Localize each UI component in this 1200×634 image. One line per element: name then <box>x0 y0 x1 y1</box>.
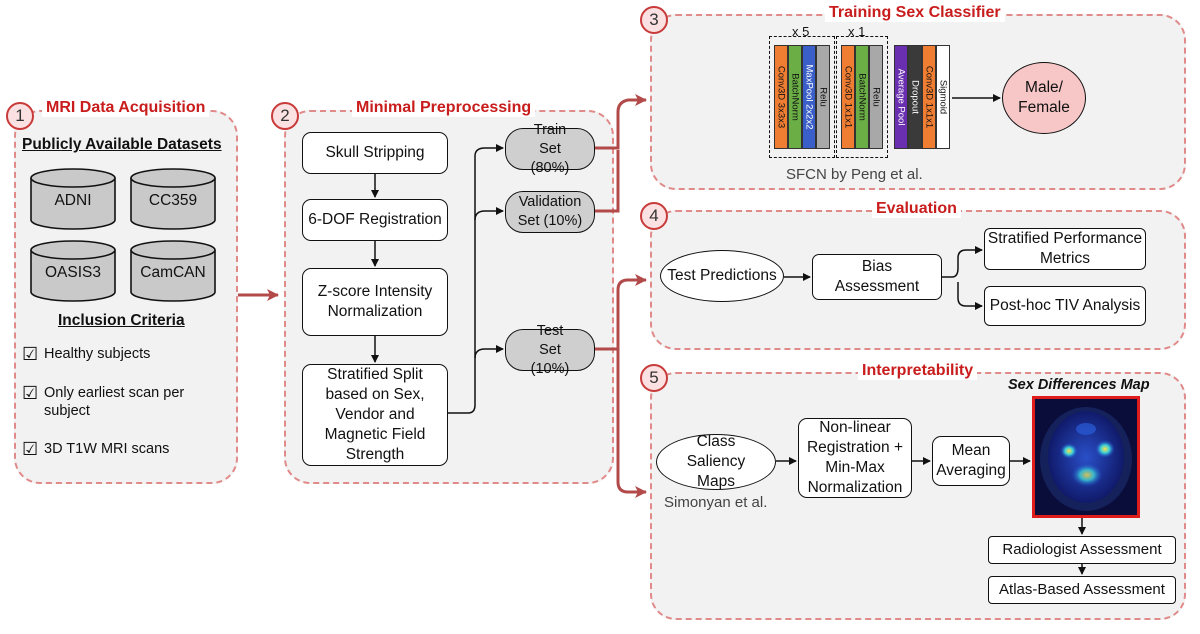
layer-average-pool: Average Pool <box>894 45 908 149</box>
layer-conv3d-3x3x3: Conv3D 3x3x3 <box>774 45 788 149</box>
test-predictions-oval: Test Predictions <box>660 250 784 302</box>
checkbox-icon: ☑ <box>22 383 39 403</box>
arrow-bias-to-metrics <box>942 246 983 278</box>
registration-normalization-box: Non-linear Registration + Min-Max Normal… <box>798 418 912 498</box>
brain-heatmap-image <box>1040 407 1132 511</box>
arrow-split-to-train <box>448 144 504 414</box>
dataset-label: CC359 <box>148 192 198 209</box>
arrow-train-to-classifier <box>595 94 647 150</box>
panel4-title: Evaluation <box>872 200 961 218</box>
layer-conv3d-1x1x1: Conv3D 1x1x1 <box>841 45 855 149</box>
arrow-validation-to-classifier <box>595 150 620 213</box>
dataset-adni: ADNI <box>30 168 116 230</box>
class-saliency-oval: Class Saliency Maps <box>656 433 776 490</box>
checkbox-icon: ☑ <box>22 344 39 364</box>
stratified-metrics-box: Stratified Performance Metrics <box>984 228 1146 270</box>
dataset-label: CamCAN <box>140 264 206 281</box>
mean-averaging-box: Mean Averaging <box>932 436 1010 486</box>
database-icon <box>130 240 216 302</box>
sex-differences-map-title: Sex Differences Map <box>1008 377 1150 393</box>
step-number-3: 3 <box>640 6 668 34</box>
criterion-healthy: ☑ Healthy subjects <box>22 345 224 363</box>
sfcn-caption: SFCN by Peng et al. <box>786 166 923 183</box>
database-icon <box>130 168 216 230</box>
repeat-label-x1: x 1 <box>848 24 866 39</box>
step-number-2: 2 <box>271 102 299 130</box>
layer-maxpool: MaxPool 2x2x2 <box>802 45 816 149</box>
criterion-earliest-scan: ☑ Only earliest scan per subject <box>22 384 224 420</box>
step-number-1: 1 <box>6 102 34 130</box>
dataset-camcan: CamCAN <box>130 240 216 302</box>
criterion-t1w: ☑ 3D T1W MRI scans <box>22 440 224 458</box>
layer-dropout: Dropout <box>908 45 922 149</box>
dataset-cc359: CC359 <box>130 168 216 230</box>
criterion-label: 3D T1W MRI scans <box>44 441 170 457</box>
dataset-label: OASIS3 <box>45 264 101 281</box>
layer-relu: Relu <box>816 45 830 149</box>
step-number-5: 5 <box>640 364 668 392</box>
arrow-split-to-validation <box>474 207 504 221</box>
layer-conv3d-1x1x1-head: Conv3D 1x1x1 <box>922 45 936 149</box>
bias-assessment-box: Bias Assessment <box>812 254 942 300</box>
arrow-test-to-evaluation <box>595 274 647 351</box>
sex-differences-map-image <box>1032 396 1140 518</box>
layer-sigmoid: Sigmoid <box>936 45 950 149</box>
block-x5-frame <box>769 36 835 158</box>
criterion-label: Healthy subjects <box>44 346 151 362</box>
validation-set-pill: Validation Set (10%) <box>505 191 595 233</box>
block-x1-frame <box>836 36 888 158</box>
criterion-label: Only earliest scan per subject <box>44 385 185 419</box>
simonyan-caption: Simonyan et al. <box>664 494 768 511</box>
panel1-title: MRI Data Acquisition <box>42 99 210 117</box>
database-icon <box>30 240 116 302</box>
inclusion-criteria-heading: Inclusion Criteria <box>58 312 185 329</box>
train-set-pill: Train Set (80%) <box>505 122 595 176</box>
dataset-label: ADNI <box>54 192 92 209</box>
repeat-label-x5: x 5 <box>792 24 810 39</box>
zscore-normalization-box: Z-score Intensity Normalization <box>302 268 448 336</box>
panel2-title: Minimal Preprocessing <box>352 99 536 117</box>
panel3-title: Training Sex Classifier <box>825 4 1005 22</box>
arrow-split-to-test <box>474 345 504 359</box>
datasets-heading: Publicly Available Datasets <box>22 136 222 153</box>
registration-box: 6-DOF Registration <box>302 199 448 241</box>
layer-batchnorm: BatchNorm <box>855 45 869 149</box>
checkbox-icon: ☑ <box>22 439 39 459</box>
layer-batchnorm: BatchNorm <box>788 45 802 149</box>
arrow-test-to-interpretability <box>616 349 647 498</box>
male-female-output: Male/ Female <box>1002 62 1086 134</box>
dataset-oasis3: OASIS3 <box>30 240 116 302</box>
panel5-title: Interpretability <box>858 362 978 380</box>
step-number-4: 4 <box>640 202 668 230</box>
layer-relu: Relu <box>869 45 883 149</box>
skull-stripping-box: Skull Stripping <box>302 132 448 174</box>
tiv-analysis-box: Post-hoc TIV Analysis <box>984 286 1146 326</box>
atlas-assessment-box: Atlas-Based Assessment <box>988 576 1176 604</box>
database-icon <box>30 168 116 230</box>
radiologist-assessment-box: Radiologist Assessment <box>988 536 1176 564</box>
stratified-split-box: Stratified Split based on Sex, Vendor an… <box>302 364 448 466</box>
arrow-bias-to-tiv <box>957 282 983 310</box>
